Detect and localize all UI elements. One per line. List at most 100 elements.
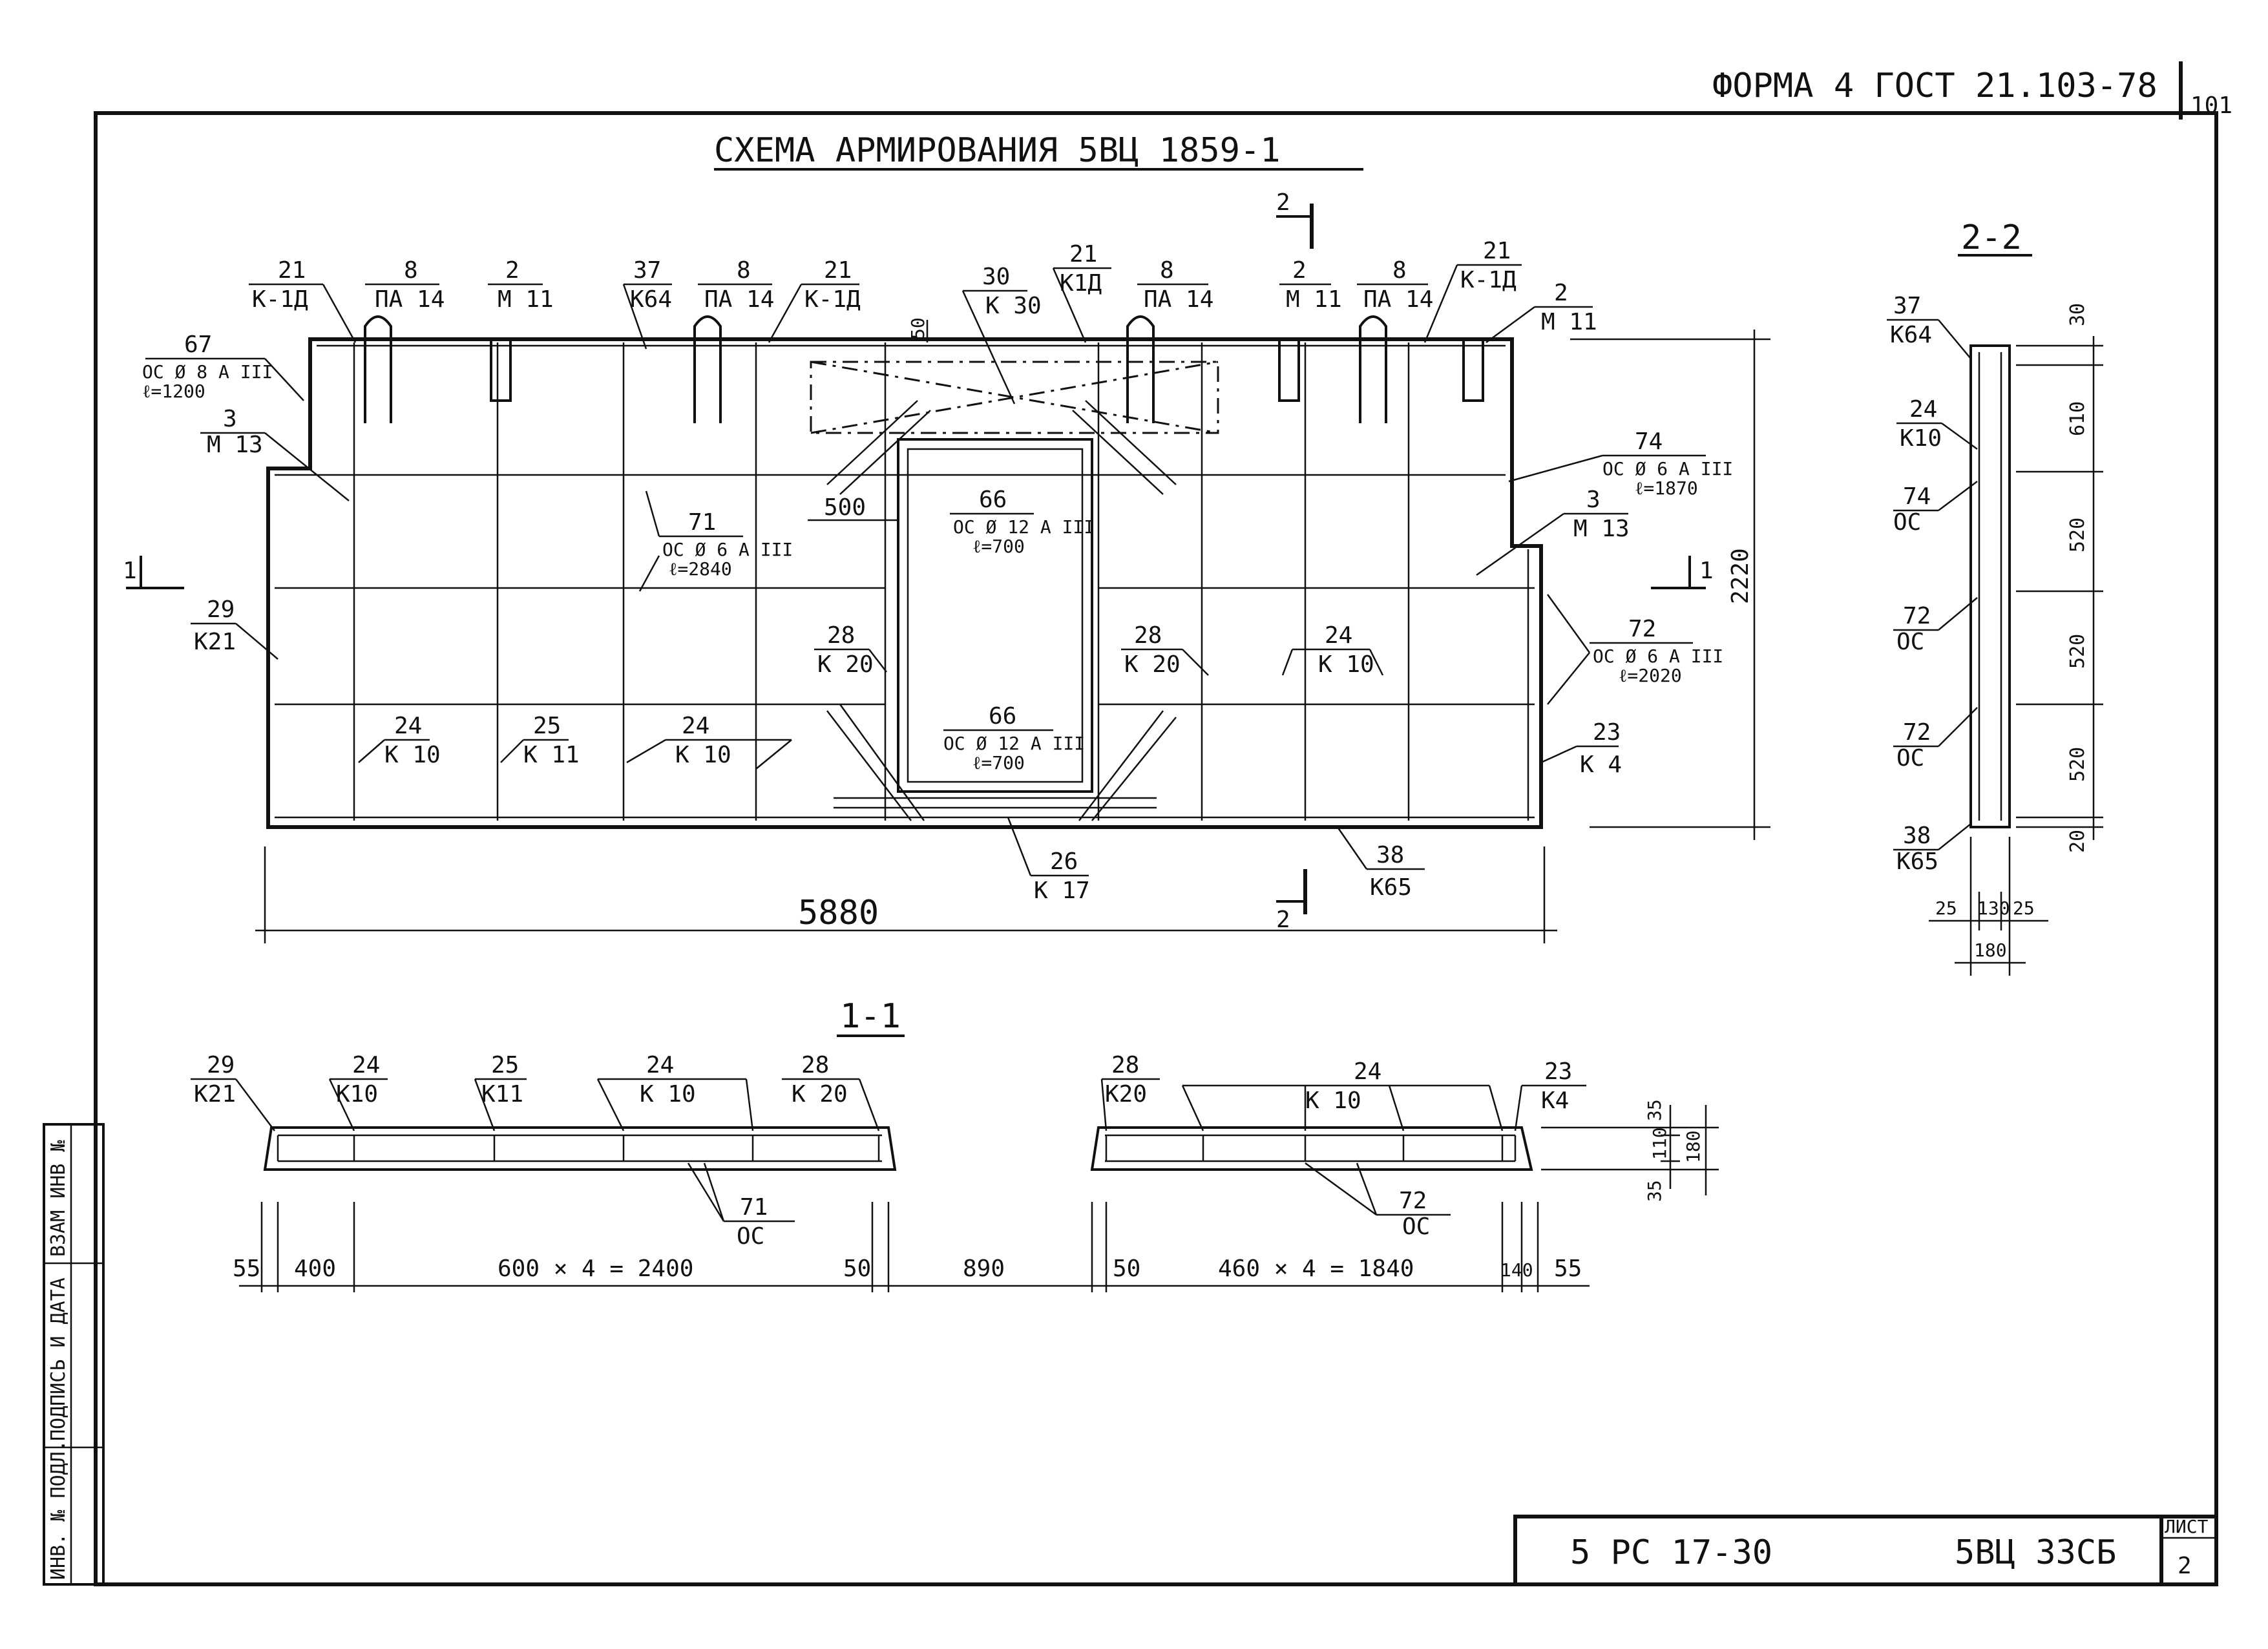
- svg-text:ОС Ø 6 А III: ОС Ø 6 А III: [1602, 458, 1733, 479]
- s11-dim-140: 140: [1500, 1259, 1533, 1281]
- svg-text:К 20: К 20: [1124, 651, 1181, 678]
- title-block-code: 5ВЦ 33СБ: [1955, 1533, 2116, 1572]
- svg-text:71: 71: [740, 1194, 768, 1221]
- svg-text:К65: К65: [1896, 848, 1938, 875]
- svg-text:К65: К65: [1370, 874, 1412, 901]
- svg-text:ОС Ø 12 А III: ОС Ø 12 А III: [943, 733, 1085, 754]
- s11-label-28a: 28 К 20: [782, 1052, 880, 1131]
- s11-label-71: 71 ОС: [687, 1162, 795, 1250]
- svg-text:8: 8: [737, 257, 751, 284]
- s11-label-28b: 28 К20: [1100, 1052, 1160, 1131]
- svg-text:ℓ=2840: ℓ=2840: [669, 558, 732, 580]
- s11-label-29: 29 К21: [191, 1052, 275, 1131]
- svg-text:21: 21: [824, 257, 852, 284]
- svg-text:ℓ=1870: ℓ=1870: [1635, 478, 1698, 499]
- svg-text:29: 29: [207, 1052, 235, 1078]
- svg-text:ОС: ОС: [1896, 629, 1924, 655]
- s11-label-23: 23 К4: [1514, 1058, 1586, 1131]
- svg-text:25: 25: [533, 713, 561, 739]
- svg-text:К10: К10: [336, 1081, 378, 1108]
- svg-text:37: 37: [633, 257, 661, 284]
- svg-text:29: 29: [207, 596, 235, 623]
- svg-text:ОС: ОС: [1402, 1213, 1430, 1240]
- svg-text:ПА 14: ПА 14: [1144, 286, 1213, 313]
- callout-37: 37 К64: [622, 257, 672, 350]
- title-block-sheet-label: ЛИСТ: [2165, 1516, 2209, 1537]
- callout-24c: 24 К 10: [626, 713, 792, 770]
- s11-label-72: 72 ОС: [1305, 1162, 1451, 1240]
- callout-25: 25 К 11: [500, 713, 580, 768]
- svg-text:25: 25: [491, 1052, 519, 1078]
- s22-label-72b: 72 ОС: [1893, 707, 1978, 772]
- svg-text:К21: К21: [194, 1081, 236, 1108]
- svg-text:28: 28: [827, 622, 855, 649]
- svg-text:8: 8: [1392, 257, 1407, 284]
- svg-text:72: 72: [1903, 719, 1931, 746]
- section-22-title: 2-2: [1961, 218, 2022, 257]
- callout-28a: 28 К 20: [814, 622, 887, 678]
- svg-text:ОС: ОС: [737, 1223, 764, 1250]
- svg-text:К 10: К 10: [1318, 651, 1374, 678]
- svg-text:М 13: М 13: [207, 432, 263, 458]
- svg-text:ПА 14: ПА 14: [375, 286, 445, 313]
- drawing-title: СХЕМА АРМИРОВАНИЯ 5ВЦ 1859-1: [714, 131, 1281, 170]
- stamp-column: [43, 1123, 105, 1586]
- svg-text:М 11: М 11: [498, 286, 554, 313]
- title-block-sheet-number: 2: [2178, 1553, 2192, 1579]
- svg-text:23: 23: [1593, 719, 1621, 746]
- s11-right-dims: [1541, 1105, 1719, 1195]
- callout-24a: 24 К 10: [1281, 622, 1384, 678]
- svg-text:ℓ=1200: ℓ=1200: [142, 381, 205, 402]
- callout-8d: 8 ПА 14: [1357, 257, 1433, 313]
- svg-text:74: 74: [1635, 428, 1663, 455]
- cut-2-label-bottom: 2: [1276, 907, 1290, 933]
- lintel-diag-2: [810, 361, 1219, 434]
- svg-text:М 13: М 13: [1573, 516, 1630, 542]
- s22-bottom-dims: [1929, 837, 2048, 976]
- s22-dim-520b: 520: [2066, 634, 2089, 669]
- callout-66-top: 66 ОС Ø 12 А III ℓ=700: [950, 487, 1095, 557]
- svg-text:38: 38: [1903, 823, 1931, 849]
- s11-dim-2400: 600 × 4 = 2400: [498, 1255, 693, 1282]
- svg-text:71: 71: [688, 509, 716, 536]
- svg-text:ОС Ø 6 А III: ОС Ø 6 А III: [1593, 646, 1723, 667]
- svg-text:8: 8: [1160, 257, 1174, 284]
- s11-dim-1840: 460 × 4 = 1840: [1218, 1255, 1414, 1282]
- svg-text:ℓ=2020: ℓ=2020: [1619, 665, 1682, 686]
- dim-width: 5880: [798, 894, 879, 932]
- svg-text:ℓ=700: ℓ=700: [972, 536, 1025, 557]
- callout-23: 23 К 4: [1540, 719, 1622, 778]
- s11-dim-55a: 55: [233, 1255, 260, 1282]
- svg-text:К11: К11: [481, 1081, 523, 1108]
- s11-label-24c: 24 К 10: [1181, 1058, 1504, 1131]
- svg-text:К 17: К 17: [1034, 877, 1090, 904]
- s22-dim-520a: 520: [2066, 518, 2089, 552]
- stamp-signature-date: ПОДПИСЬ И ДАТА: [47, 1277, 70, 1441]
- callout-67: 67 ОС Ø 8 А III ℓ=1200: [142, 331, 304, 402]
- svg-text:24: 24: [682, 713, 709, 739]
- sheet-frame: [94, 111, 2218, 1586]
- section-11-title: 1-1: [840, 997, 901, 1036]
- svg-text:21: 21: [1483, 238, 1511, 264]
- callout-24b: 24 К 10: [358, 713, 441, 768]
- svg-text:24: 24: [394, 713, 422, 739]
- s11-stirrups: [277, 1135, 1517, 1161]
- svg-text:К64: К64: [630, 286, 672, 313]
- s11-dim-110: 110: [1649, 1127, 1670, 1160]
- svg-text:3: 3: [223, 406, 237, 432]
- callout-30: 30 К 30: [961, 264, 1042, 404]
- svg-text:К 4: К 4: [1580, 751, 1622, 778]
- callout-2b: 2 М 11: [1279, 257, 1342, 313]
- svg-text:30: 30: [982, 264, 1010, 290]
- svg-text:2: 2: [505, 257, 520, 284]
- svg-text:М 11: М 11: [1286, 286, 1342, 313]
- s22-dim-180: 180: [1974, 940, 2007, 961]
- title-block: [1513, 1515, 2218, 1586]
- s11-dim-890: 890: [963, 1255, 1005, 1282]
- svg-text:72: 72: [1903, 603, 1931, 629]
- svg-text:24: 24: [1909, 396, 1937, 423]
- vertical-rebars: [353, 342, 1529, 821]
- dim-height: 2220: [1727, 548, 1754, 604]
- s22-dim-30: 30: [2066, 303, 2089, 326]
